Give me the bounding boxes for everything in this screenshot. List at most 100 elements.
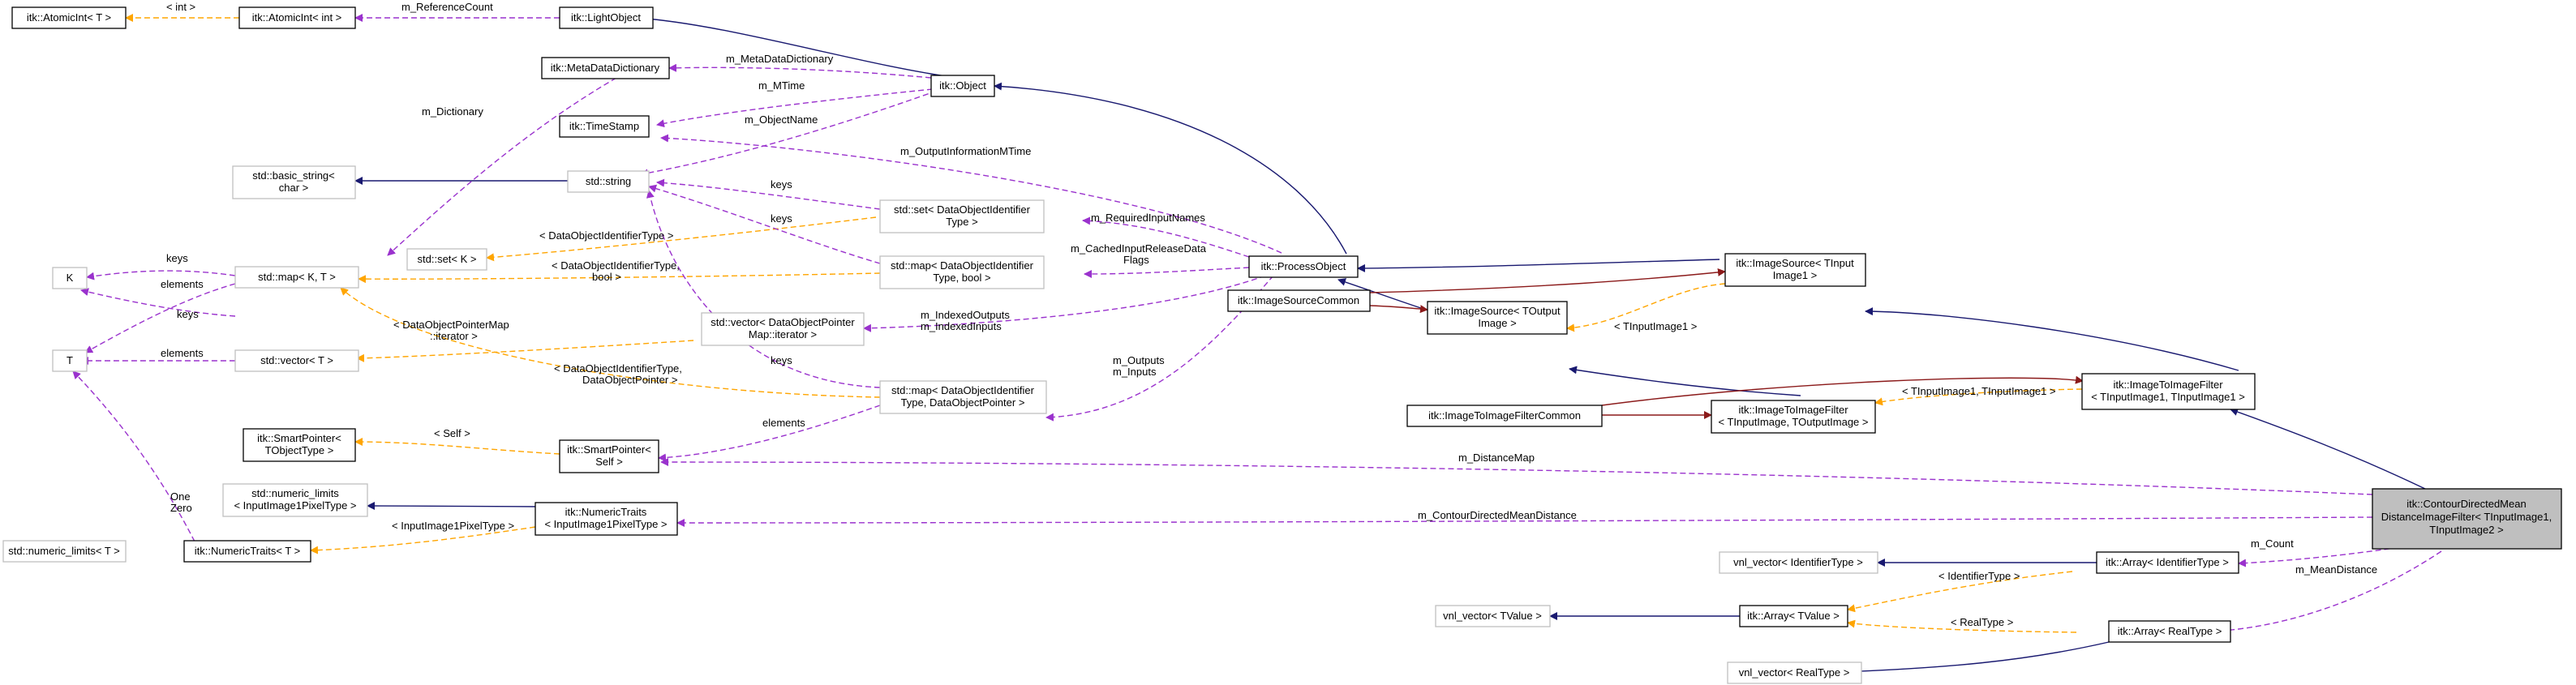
svg-text:itk::LightObject: itk::LightObject — [571, 11, 641, 24]
label-keys-set: keys — [771, 178, 792, 191]
label-m-mtime: m_MTime — [758, 79, 805, 92]
edge-template-map-doid-dop — [340, 287, 881, 398]
svg-text:std::basic_string<char >: std::basic_string<char > — [252, 169, 335, 194]
svg-text:vnl_vector< RealType >: vnl_vector< RealType > — [1739, 666, 1850, 679]
node-vector-t[interactable]: std::vector< T > — [234, 349, 359, 372]
node-map-kt[interactable]: std::map< K, T > — [234, 266, 359, 289]
svg-text:std::map< K, T >: std::map< K, T > — [258, 271, 336, 283]
svg-text:itk::AtomicInt< T >: itk::AtomicInt< T > — [27, 11, 111, 24]
label-doid-type-dop: < DataObjectIdentifierType,DataObjectPoi… — [554, 362, 682, 386]
node-numeric-limits-t[interactable]: std::numeric_limits< T > — [2, 540, 127, 563]
node-vnl-tvalue[interactable]: vnl_vector< TValue > — [1435, 605, 1551, 627]
node-object[interactable]: itk::Object — [930, 75, 995, 97]
node-smartpointer-t[interactable]: itk::SmartPointer<TObjectType > — [243, 428, 356, 462]
edge-inherit-processobject-imagesource-in1 — [1357, 259, 1720, 272]
svg-text:itk::NumericTraits< T >: itk::NumericTraits< T > — [195, 545, 301, 557]
label-m-referencecount: m_ReferenceCount — [401, 1, 493, 13]
edge-usage-dictionary — [387, 77, 617, 256]
svg-text:vnl_vector< IdentifierType >: vnl_vector< IdentifierType > — [1733, 556, 1863, 568]
edge-inherit-numeric-limits-in1-traits — [367, 502, 540, 511]
svg-text:itk::AtomicInt< int >: itk::AtomicInt< int > — [252, 11, 342, 24]
node-vnl-identifier[interactable]: vnl_vector< IdentifierType > — [1719, 551, 1878, 574]
label-m-dictionary: m_Dictionary — [422, 105, 483, 118]
svg-text:itk::ImageSource< TInputImage1: itk::ImageSource< TInputImage1 > — [1736, 257, 1854, 281]
svg-text:std::set< K >: std::set< K > — [418, 253, 477, 265]
node-atomicint-t[interactable]: itk::AtomicInt< T > — [11, 6, 127, 29]
edge-inherit-itif-in1-contour — [2230, 408, 2426, 490]
edge-usage-one-zero — [72, 370, 195, 542]
edge-usage-elements-smartpointer — [658, 405, 881, 462]
node-smartpointer-self[interactable]: itk::SmartPointer<Self > — [559, 439, 659, 473]
svg-text:itk::MetaDataDictionary: itk::MetaDataDictionary — [551, 62, 660, 74]
node-itif-in-out[interactable]: itk::ImageToImageFilter< TInputImage, TO… — [1711, 400, 1876, 434]
edge-usage-metadatadictionary — [668, 63, 932, 79]
edge-template-itif-in-out-in1 — [1874, 388, 2083, 406]
node-set-k[interactable]: std::set< K > — [406, 248, 487, 271]
label-inputimage1pixeltype: < InputImage1PixelType > — [392, 520, 514, 532]
svg-text:itk::ImageSource< TOutputImage: itk::ImageSource< TOutputImage > — [1434, 305, 1561, 329]
svg-text:itk::TimeStamp: itk::TimeStamp — [569, 120, 639, 132]
node-array-tvalue[interactable]: itk::Array< TValue > — [1739, 605, 1848, 627]
node-imagesourcecommon[interactable]: itk::ImageSourceCommon — [1227, 289, 1371, 312]
svg-text:std::numeric_limits< InputImag: std::numeric_limits< InputImage1PixelTyp… — [234, 487, 356, 512]
svg-text:K: K — [67, 272, 74, 284]
svg-text:T: T — [67, 354, 73, 366]
node-atomicint-int[interactable]: itk::AtomicInt< int > — [238, 6, 356, 29]
node-t[interactable]: T — [52, 349, 88, 372]
edge-usage-keys-map-dop — [646, 190, 881, 388]
svg-text:itk::ImageToImageFilter< TInpu: itk::ImageToImageFilter< TInputImage1, T… — [2091, 379, 2245, 403]
edge-usage-contourdirectedmeandistance — [676, 516, 2373, 527]
edge-usage-outputs — [1045, 275, 1274, 422]
edge-usage-keys-kt — [80, 288, 236, 317]
svg-text:std::map< DataObjectIdentifier: std::map< DataObjectIdentifierType, bool… — [891, 259, 1034, 284]
svg-text:std::numeric_limits< T >: std::numeric_limits< T > — [8, 545, 120, 557]
node-numerictraits-in1[interactable]: itk::NumericTraits< InputImage1PixelType… — [535, 502, 678, 536]
node-string[interactable]: std::string — [567, 170, 650, 193]
edge-usage-meandistance — [2222, 550, 2442, 635]
svg-text:std::string: std::string — [586, 175, 631, 187]
node-vnl-realtype[interactable]: vnl_vector< RealType > — [1727, 661, 1862, 684]
edge-usage-keys-map-bool — [648, 184, 881, 264]
node-itif-in1-in1[interactable]: itk::ImageToImageFilter< TInputImage1, T… — [2081, 373, 2256, 410]
label-self: < Self > — [434, 427, 470, 439]
edge-usage-indexedoutputs — [863, 275, 1266, 332]
label-m-count: m_Count — [2251, 537, 2294, 550]
edge-usage-keys-k — [86, 270, 236, 280]
edges — [72, 14, 2442, 677]
node-timestamp[interactable]: itk::TimeStamp — [559, 115, 650, 138]
edge-private-imagesourcecommon-in1 — [1369, 268, 1726, 293]
svg-text:itk::ImageToImageFilter< TInpu: itk::ImageToImageFilter< TInputImage, TO… — [1718, 404, 1868, 428]
node-array-realtype[interactable]: itk::Array< RealType > — [2108, 620, 2231, 643]
node-numeric-limits-in1[interactable]: std::numeric_limits< InputImage1PixelTyp… — [222, 483, 368, 517]
node-lightobject[interactable]: itk::LightObject — [559, 6, 654, 29]
label-m-outputinformationmtime: m_OutputInformationMTime — [900, 145, 1031, 157]
edge-inherit-object-processobject — [994, 82, 1347, 255]
node-array-identifier[interactable]: itk::Array< IdentifierType > — [2096, 551, 2239, 574]
svg-text:itk::Array< RealType >: itk::Array< RealType > — [2118, 625, 2222, 637]
node-numerictraits-t[interactable]: itk::NumericTraits< T > — [183, 540, 311, 563]
edge-usage-outputinformationmtime — [660, 134, 1282, 254]
node-basic-string[interactable]: std::basic_string<char > — [232, 165, 356, 199]
edge-private-imagesourcecommon-out — [1369, 305, 1428, 314]
svg-text:itk::SmartPointer<Self >: itk::SmartPointer<Self > — [567, 443, 651, 468]
svg-text:std::vector< DataObjectPointer: std::vector< DataObjectPointerMap::itera… — [711, 316, 855, 340]
edge-private-itifc-in1 — [1601, 375, 2084, 406]
node-itifc[interactable]: itk::ImageToImageFilterCommon — [1406, 405, 1603, 427]
nodes: itk::AtomicInt< T > itk::AtomicInt< int … — [2, 6, 2562, 684]
edge-usage-requiredinputnames — [1082, 216, 1250, 258]
node-metadatadictionary[interactable]: itk::MetaDataDictionary — [541, 57, 670, 79]
node-k[interactable]: K — [52, 267, 88, 289]
svg-text:itk::ProcessObject: itk::ProcessObject — [1261, 260, 1346, 272]
label-keys-map-dop: keys — [771, 354, 792, 366]
node-processobject[interactable]: itk::ProcessObject — [1248, 255, 1359, 278]
